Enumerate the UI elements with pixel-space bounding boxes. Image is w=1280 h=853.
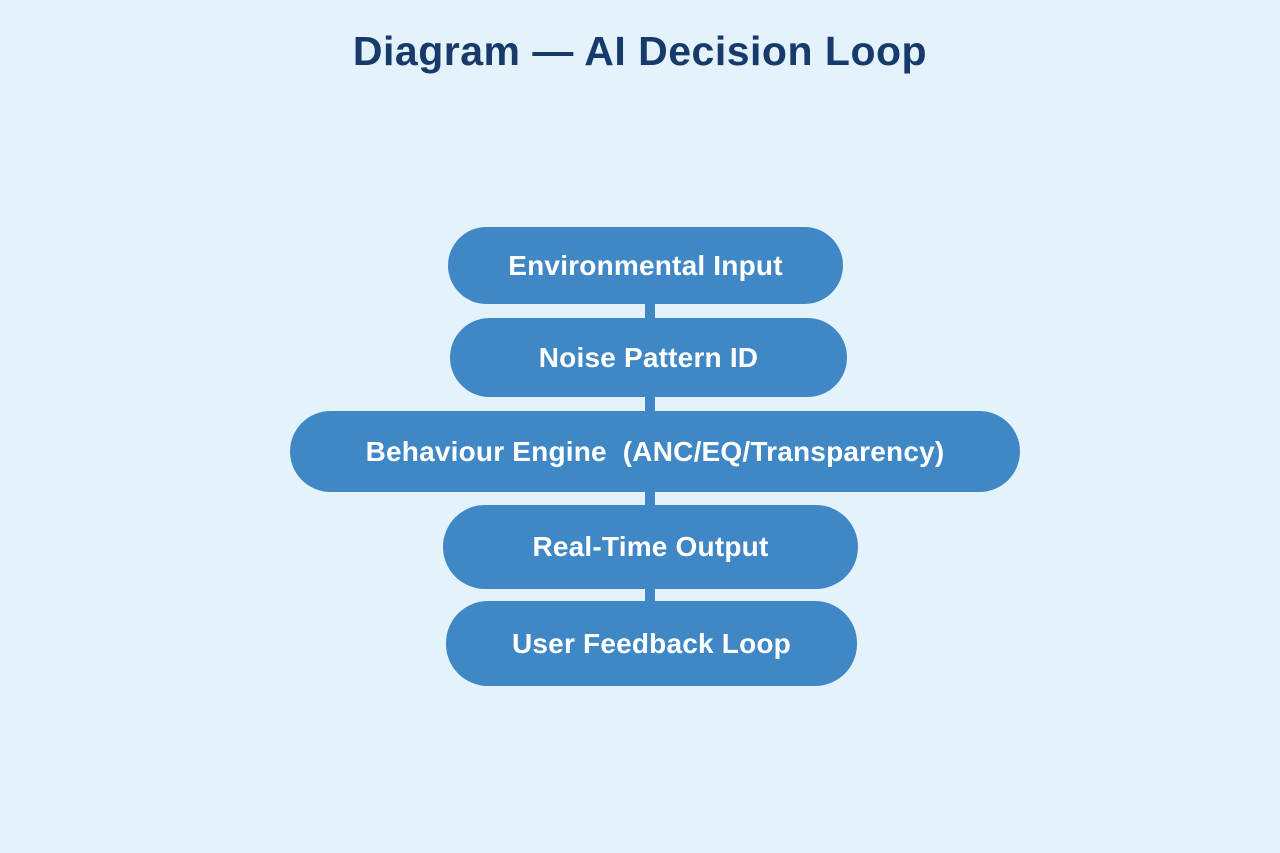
node-user-feedback-loop: User Feedback Loop (446, 601, 857, 686)
node-environmental-input: Environmental Input (448, 227, 843, 304)
node-user-feedback-loop-label: User Feedback Loop (511, 627, 791, 659)
node-environmental-input-label: Environmental Input (508, 249, 783, 281)
node-noise-pattern-id: Noise Pattern ID (450, 318, 847, 397)
node-behaviour-engine: Behaviour Engine (ANC/EQ/Transparency) (290, 411, 1020, 492)
node-real-time-output: Real-Time Output (443, 505, 858, 589)
page-title: Diagram — AI Decision Loop (352, 28, 928, 74)
node-behaviour-engine-label: Behaviour Engine (ANC/EQ/Transparency) (365, 435, 945, 467)
node-real-time-output-label: Real-Time Output (532, 531, 769, 562)
node-noise-pattern-id-label: Noise Pattern ID (538, 341, 759, 373)
